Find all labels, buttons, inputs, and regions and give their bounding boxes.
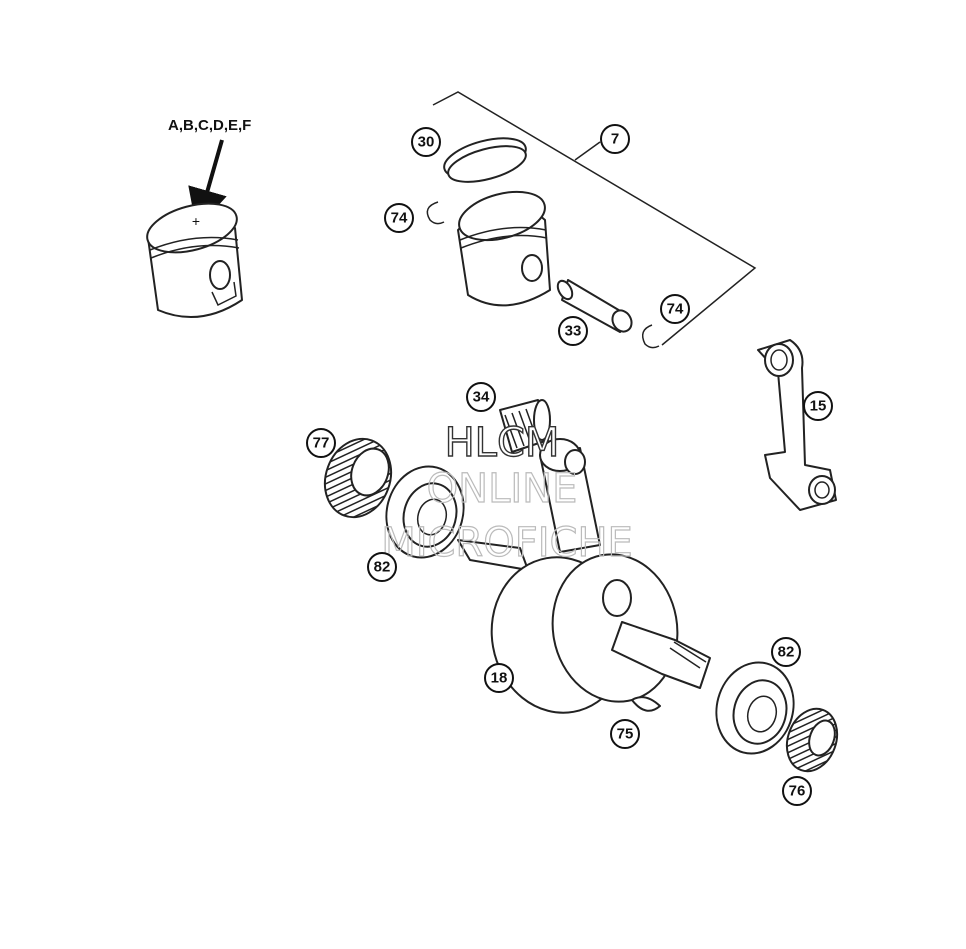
- woodruff-key: [631, 696, 661, 712]
- circlip-right: [641, 324, 660, 349]
- callout-75: 75: [610, 719, 640, 749]
- svg-text:7: 7: [611, 131, 619, 148]
- watermark: HLCM ONLINE MICROFICHE: [381, 419, 634, 566]
- svg-text:30: 30: [418, 134, 435, 151]
- watermark-line-1: HLCM: [445, 420, 560, 466]
- callout-7: 7: [600, 124, 630, 154]
- watermark-line-3: MICROFICHE: [381, 520, 633, 566]
- variant-label: A,B,C,D,E,F: [168, 117, 251, 134]
- svg-text:34: 34: [473, 389, 490, 406]
- watermark-line-2: ONLINE: [427, 466, 578, 512]
- svg-text:77: 77: [313, 435, 330, 452]
- piston-ring: [443, 137, 527, 183]
- connecting-rod: [757, 339, 837, 511]
- callout-76: 76: [782, 776, 812, 806]
- callout-74-left: 74: [384, 203, 414, 233]
- crankshaft: [457, 438, 711, 714]
- circlip-left: [426, 201, 445, 225]
- callout-74-right: 74: [660, 294, 690, 324]
- svg-text:15: 15: [810, 398, 827, 415]
- svg-text:76: 76: [789, 783, 806, 800]
- callout-34: 34: [466, 382, 496, 412]
- svg-text:74: 74: [391, 210, 408, 227]
- callout-82-right: 82: [771, 637, 801, 667]
- svg-text:+: +: [192, 213, 200, 229]
- callout-15: 15: [803, 391, 833, 421]
- callouts: 7 30 74 74 33 15 34 77: [306, 124, 833, 806]
- svg-text:82: 82: [778, 644, 795, 661]
- kit-piston: [457, 190, 551, 307]
- piston-pin: [556, 279, 633, 333]
- oil-seal-right: [785, 707, 839, 773]
- bearing-right: [715, 661, 795, 755]
- callout-77: 77: [306, 428, 336, 458]
- bearing-left: [385, 465, 465, 559]
- callout-30: 30: [411, 127, 441, 157]
- needle-bearing: [499, 399, 551, 453]
- callout-33: 33: [558, 316, 588, 346]
- svg-text:82: 82: [374, 559, 391, 576]
- svg-text:18: 18: [491, 670, 508, 687]
- callout-82-left: 82: [367, 552, 397, 582]
- svg-text:75: 75: [617, 726, 634, 743]
- callout-18: 18: [484, 663, 514, 693]
- oil-seal-left: [323, 437, 393, 519]
- piston-variant: A,B,C,D,E,F +: [146, 117, 251, 319]
- piston-kit-bracket: [432, 91, 757, 346]
- svg-text:74: 74: [667, 301, 684, 318]
- svg-text:33: 33: [565, 323, 582, 340]
